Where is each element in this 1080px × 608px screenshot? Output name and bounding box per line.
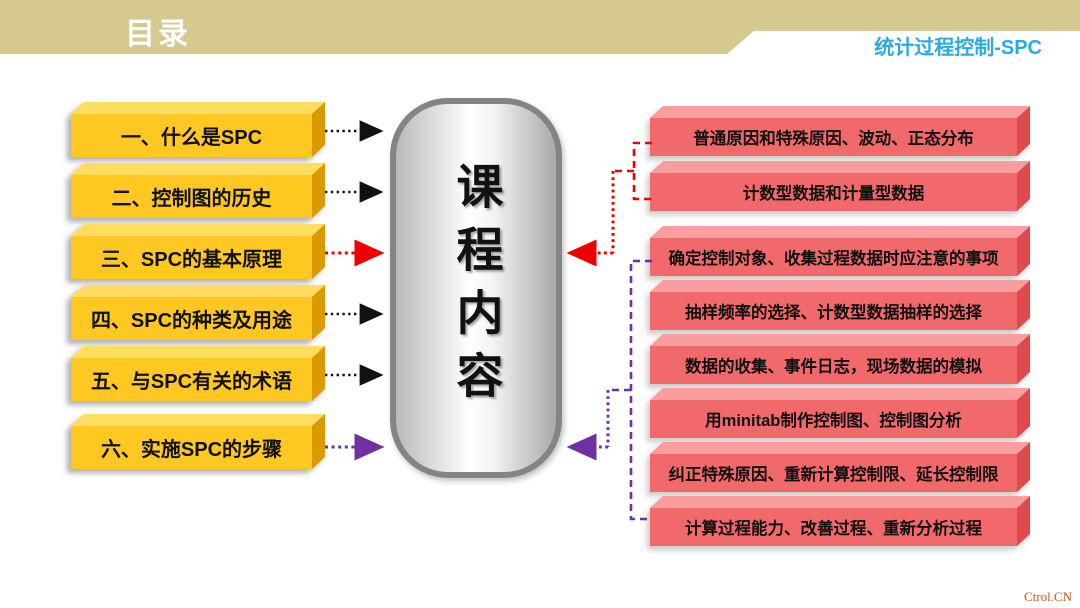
topic-box-4: 抽样频率的选择、计数型数据抽样的选择 [650,292,1017,330]
topic-label-4: 抽样频率的选择、计数型数据抽样的选择 [685,304,982,322]
topic-label-2: 计数型数据和计量型数据 [742,185,925,203]
topic-box-2: 计数型数据和计量型数据 [650,173,1017,211]
chapter-label-1: 一、什么是SPC [120,127,263,149]
chapter-box-1: 一、什么是SPC [71,114,312,157]
topic-label-5: 数据的收集、事件日志，现场数据的模拟 [685,358,982,376]
bracket-purple [629,259,652,521]
chapter-label-2: 二、控制图的历史 [111,188,272,210]
topic-box-7: 纠正特殊原因、重新计算控制限、延长控制限 [650,454,1017,492]
chapter-box-3: 三、SPC的基本原理 [71,236,312,279]
chapter-label-5: 五、与SPC有关的术语 [90,371,293,393]
topic-box-5: 数据的收集、事件日志，现场数据的模拟 [650,346,1017,384]
watermark: Ctrol.CN [1023,589,1072,604]
chapter-box-4: 四、SPC的种类及用途 [71,297,312,340]
topic-box-8: 计算过程能力、改善过程、重新分析过程 [650,508,1017,546]
topic-box-6: 用minitab制作控制图、控制图分析 [650,400,1017,438]
chapter-box-2: 二、控制图的历史 [71,175,312,218]
page-title: 目录 [125,18,191,51]
course-content-shape: 课程内容 [390,98,562,478]
chapter-label-6: 六、实施SPC的步骤 [100,439,283,461]
chapter-box-6: 六、实施SPC的步骤 [71,426,312,469]
topic-label-3: 确定控制对象、收集过程数据时应注意的事项 [668,250,999,268]
topic-label-8: 计算过程能力、改善过程、重新分析过程 [685,520,982,538]
topic-label-1: 普通原因和特殊原因、波动、正态分布 [693,130,974,148]
chapter-label-3: 三、SPC的基本原理 [100,249,283,271]
topic-label-7: 纠正特殊原因、重新计算控制限、延长控制限 [668,466,999,484]
course-title: 统计过程控制-SPC [874,37,1042,59]
topic-label-6: 用minitab制作控制图、控制图分析 [705,412,962,430]
topic-box-3: 确定控制对象、收集过程数据时应注意的事项 [650,238,1017,276]
chapter-box-5: 五、与SPC有关的术语 [71,358,312,401]
chapter-label-4: 四、SPC的种类及用途 [90,310,293,332]
course-content-label: 课程内容 [449,162,503,414]
topic-box-1: 普通原因和特殊原因、波动、正态分布 [650,118,1017,156]
